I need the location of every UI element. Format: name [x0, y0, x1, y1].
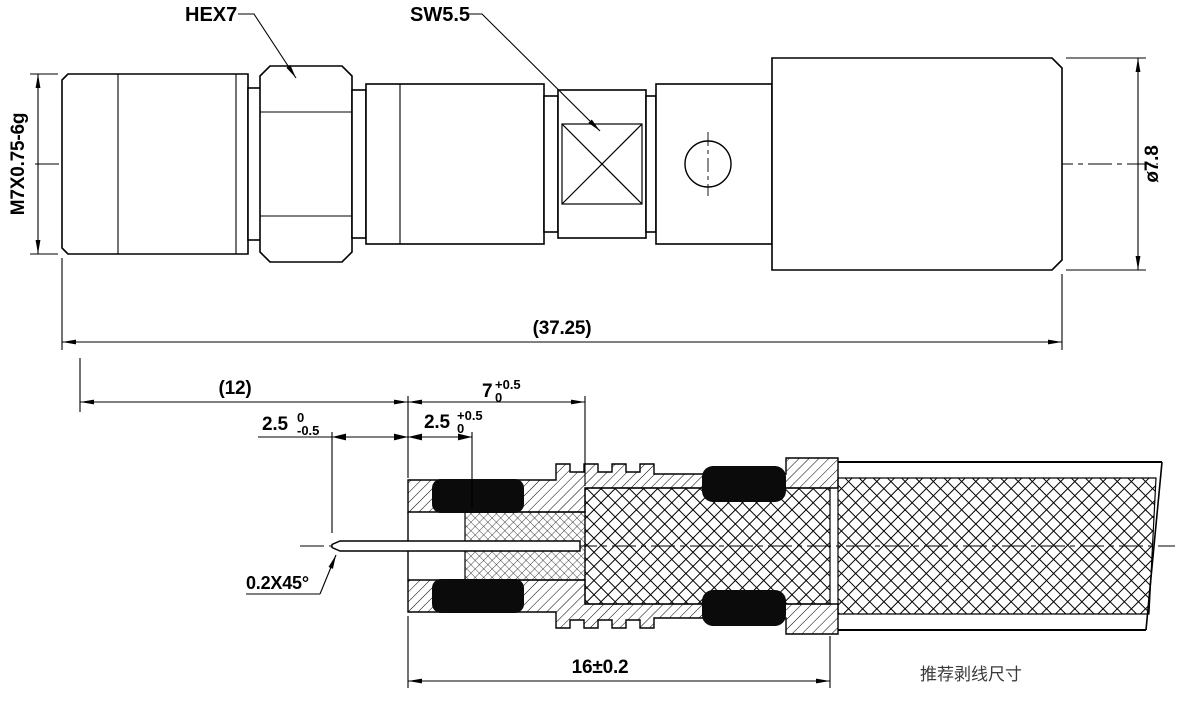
strip-outer-tol-upper: +0.5	[495, 377, 521, 392]
hex-section	[259, 65, 353, 263]
cable	[837, 461, 1163, 631]
strip-outer-value: 7	[482, 381, 492, 402]
center-pin	[331, 540, 581, 552]
strip-inner-tol-upper: +0.5	[457, 408, 483, 423]
braid-length-dimension	[407, 616, 831, 688]
strip-inner-value: 2.5	[424, 412, 450, 433]
body-length-dimension	[79, 358, 409, 478]
wrench-size-label: SW5.5	[410, 4, 470, 26]
pin-length-value: 2.5	[262, 414, 288, 435]
seal-rings	[432, 466, 786, 626]
pin-tol-upper: 0	[297, 410, 304, 425]
hex-leader	[238, 13, 297, 79]
cable-braid	[837, 477, 1157, 615]
rear-barrel	[771, 57, 1063, 271]
strip-note: 推荐剥线尺寸	[920, 665, 1022, 684]
cable-core-inside	[584, 487, 831, 605]
outer-diameter-label: ø7.8	[1142, 145, 1163, 182]
chamfer-leader	[246, 554, 337, 595]
body-section	[365, 83, 545, 245]
strip-inner-dimension	[408, 432, 473, 508]
strip-outer-tol-lower: 0	[495, 390, 502, 405]
section-view	[79, 358, 1175, 688]
outer-diameter-dimension	[1066, 57, 1146, 271]
overall-length-dimension	[61, 258, 1063, 350]
thread-dimension	[30, 73, 58, 255]
overall-length-label: (37.25)	[533, 318, 592, 339]
thread-spec-label: M7X0.75-6g	[8, 113, 29, 216]
top-view	[30, 13, 1158, 350]
rear-seal-bottom	[702, 590, 786, 626]
rear-seal-top	[702, 466, 786, 502]
pin-tol-lower: -0.5	[297, 423, 319, 438]
hex-size-label: HEX7	[185, 4, 237, 26]
body-length-label: (12)	[219, 378, 252, 399]
strip-outer-dimension	[408, 396, 586, 486]
sw-leader	[466, 13, 601, 132]
front-seal-top	[432, 479, 524, 513]
chamfer-callout: 0.2X45°	[246, 573, 309, 593]
front-thread-section	[61, 73, 249, 255]
pin-length-dimension	[258, 432, 408, 533]
top-view-body	[61, 57, 1063, 271]
braid-length-label: 16±0.2	[572, 657, 629, 678]
front-seal-bottom	[432, 579, 524, 613]
strip-inner-tol-lower: 0	[457, 421, 464, 436]
